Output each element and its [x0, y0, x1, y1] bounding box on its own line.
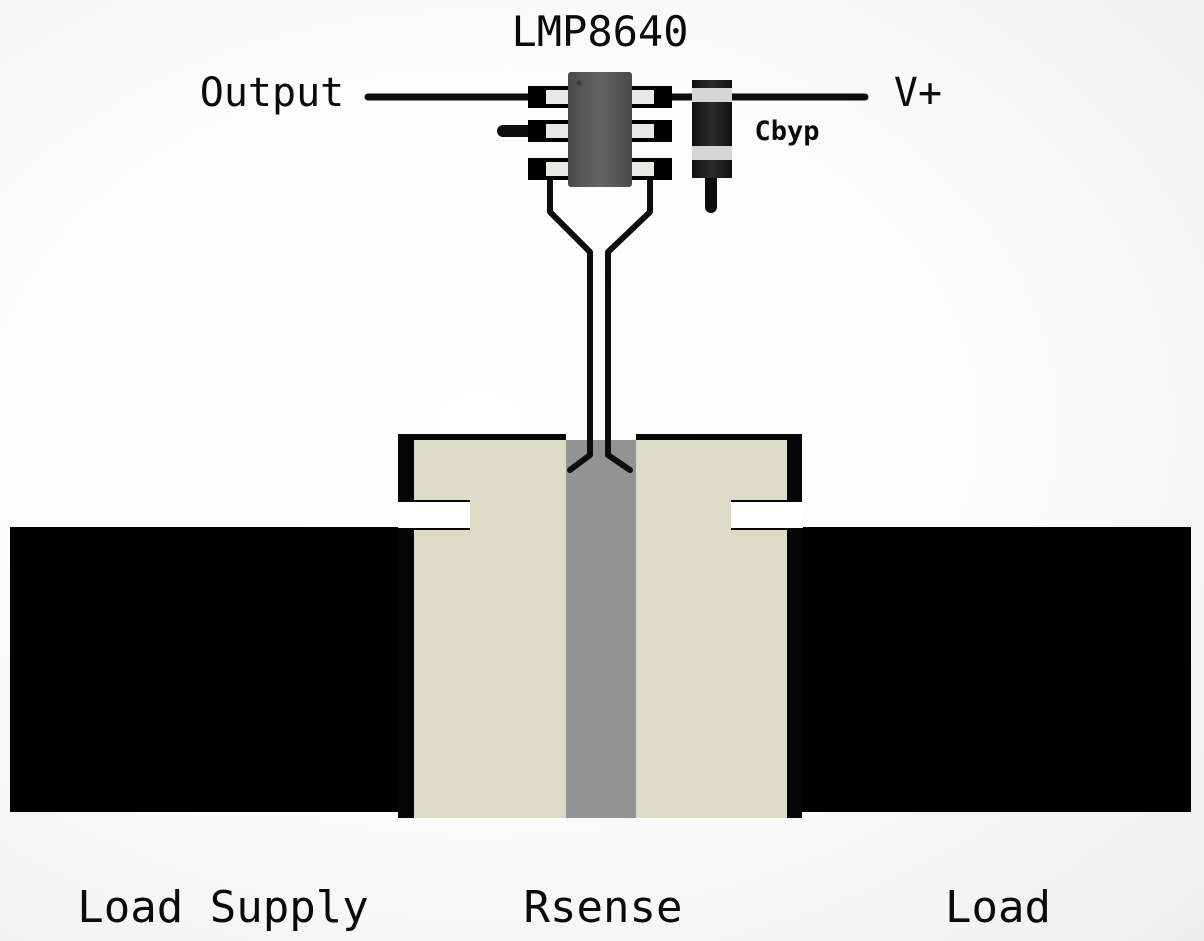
load-supply-copper — [10, 527, 415, 812]
cbyp-bottom-terminal — [692, 146, 732, 160]
load-supply-label: Load Supply — [77, 882, 368, 933]
vplus-label: V+ — [894, 70, 942, 116]
rsense-label: Rsense — [524, 882, 683, 933]
output-label: Output — [200, 70, 345, 116]
load-label: Load — [945, 882, 1051, 933]
rsense-right-terminal — [636, 440, 787, 818]
rsense-left-notch — [398, 502, 470, 528]
sense-trace-right — [605, 167, 671, 473]
cbyp-label: Cbyp — [754, 116, 819, 147]
rsense-element — [566, 440, 636, 818]
ic-left-pads — [528, 86, 570, 180]
load-copper — [787, 527, 1191, 812]
lmp8640-ic — [528, 72, 672, 187]
rsense-left-terminal — [414, 440, 566, 818]
bypass-capacitor — [692, 80, 732, 178]
cbyp-top-terminal — [692, 88, 732, 102]
ic-right-pads — [630, 86, 672, 180]
ic-pin1-marker — [576, 80, 582, 86]
rsense-right-notch — [731, 502, 803, 528]
part-number-label: LMP8640 — [511, 7, 688, 56]
ic-body — [568, 72, 632, 187]
sense-trace-left — [529, 167, 593, 473]
sense-resistor — [398, 434, 803, 818]
